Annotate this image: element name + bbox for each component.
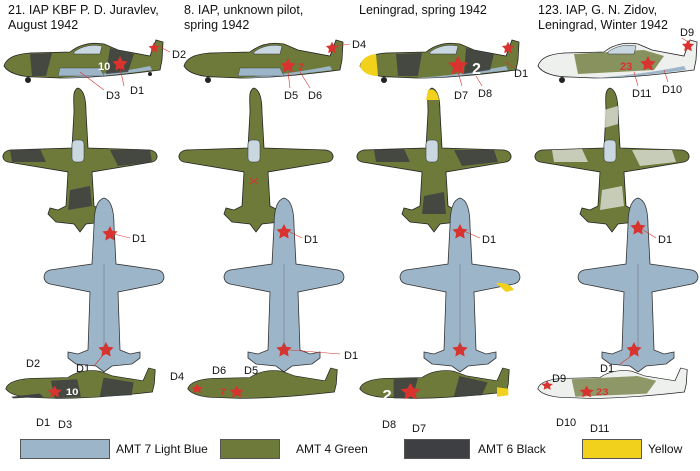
legend-swatch-yellow xyxy=(582,439,642,459)
col3-bottom-code: 2 xyxy=(382,388,392,404)
col1-underside-view xyxy=(43,197,165,373)
col2-side-view: 7 xyxy=(183,39,344,83)
col1-side-view: 10 xyxy=(3,39,164,83)
col1-bottom-d2: D2 xyxy=(26,358,40,370)
col4-title: 123. IAP, G. N. Zidov, Leningrad, Winter… xyxy=(538,3,668,32)
col2-bottom-d6: D6 xyxy=(212,365,226,377)
col4-underside-view xyxy=(577,197,699,373)
col4-bottom-d9: D9 xyxy=(552,373,566,385)
col4-side-code: 23 xyxy=(620,61,632,73)
col1-bottom-d1: D1 xyxy=(36,417,50,429)
col4-side-view: 23 xyxy=(537,39,698,83)
col4-bottom-code: 23 xyxy=(596,388,609,398)
col3-side-code: 2 xyxy=(472,61,481,78)
col4-top-view xyxy=(534,87,690,233)
col3-title: Leningrad, spring 1942 xyxy=(359,3,487,17)
col4-callout-d11: D11 xyxy=(632,88,651,100)
col1-callout-d2: D2 xyxy=(172,49,186,61)
col4-under-d1: D1 xyxy=(658,234,672,246)
col4-callout-d10: D10 xyxy=(662,84,682,96)
col4-bottom-d10: D10 xyxy=(556,417,576,429)
legend-label-yellow: Yellow xyxy=(648,442,683,456)
color-legend: AMT 7 Light Blue AMT 4 Green AMT 6 Black… xyxy=(0,436,700,466)
col2-callout-d4: D4 xyxy=(352,39,366,51)
col3-top-view xyxy=(356,87,512,233)
col4-bottom-side-view: 23 xyxy=(537,367,688,399)
col2-bottom-code: 7 xyxy=(220,388,226,398)
col1-top-view xyxy=(2,87,158,233)
col3-callout-d7: D7 xyxy=(454,90,468,102)
col2-callout-d5: D5 xyxy=(284,90,298,102)
col2-side-code: 7 xyxy=(298,62,304,74)
col1-callout-d3: D3 xyxy=(106,90,120,102)
col3-bottom-d7: D7 xyxy=(412,423,426,435)
legend-label-green: AMT 4 Green xyxy=(296,442,368,456)
legend-swatch-light-blue xyxy=(20,439,110,459)
col4-under-d1-bottom: D1 xyxy=(600,363,614,375)
col3-underside-view xyxy=(399,197,521,373)
col2-bottom-d5: D5 xyxy=(244,365,258,377)
col1-side-callouts xyxy=(79,45,171,91)
legend-swatch-green xyxy=(220,439,280,459)
col2-underside-view xyxy=(223,197,345,373)
col3-side-view: 2 xyxy=(359,39,520,83)
col3-callout-d8: D8 xyxy=(478,88,492,100)
col1-side-code: 10 xyxy=(98,61,110,73)
col4-callout-d9: D9 xyxy=(680,27,694,39)
col1-under-d1-top: D1 xyxy=(132,233,146,245)
col2-top-view xyxy=(178,87,334,233)
col1-callout-d1: D1 xyxy=(130,85,144,97)
col3-callout-d1: D1 xyxy=(514,68,528,80)
col2-callout-d6: D6 xyxy=(308,90,322,102)
col2-bottom-d1: D1 xyxy=(344,350,358,362)
col3-bottom-d8: D8 xyxy=(382,419,396,431)
legend-swatch-black xyxy=(404,439,470,459)
col2-under-d1: D1 xyxy=(304,234,318,246)
col1-bottom-side-view: 10 xyxy=(5,367,156,399)
col1-title: 21. IAP KBF P. D. Juravlev, August 1942 xyxy=(8,3,159,32)
col3-bottom-side-view: 2 xyxy=(359,367,510,404)
col2-title: 8. IAP, unknown pilot, spring 1942 xyxy=(184,3,304,32)
aircraft-drawing: 10 D2 D3 D1 D1 D1 10 D2 D1 D3 xyxy=(2,27,699,435)
col2-bottom-side-view: 7 xyxy=(187,367,338,399)
col4-bottom-d11: D11 xyxy=(590,423,609,435)
legend-label-black: AMT 6 Black xyxy=(478,442,546,456)
col1-bottom-d3: D3 xyxy=(58,419,72,431)
col3-under-d1: D1 xyxy=(482,234,496,246)
col2-bottom-d4: D4 xyxy=(170,371,184,383)
col1-bottom-code: 10 xyxy=(66,388,79,398)
legend-label-light-blue: AMT 7 Light Blue xyxy=(116,442,208,456)
